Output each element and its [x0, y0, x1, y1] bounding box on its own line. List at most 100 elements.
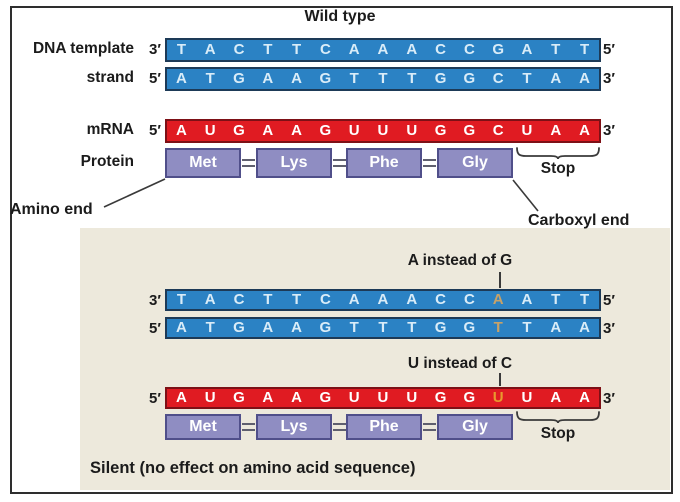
mutated-base-letter: A [492, 291, 504, 308]
base-letter: G [463, 319, 476, 336]
base-letter: U [348, 389, 360, 406]
prime-label: 3′ [603, 122, 615, 139]
base-letter: A [262, 70, 274, 87]
base-letter: A [521, 41, 533, 58]
prime-label: 5′ [149, 122, 161, 139]
base-letter: U [406, 389, 418, 406]
base-letter: G [319, 389, 332, 406]
base-letter: C [463, 291, 475, 308]
peptide-bond-connector [333, 423, 346, 431]
base-letter: A [521, 291, 533, 308]
amino-acid-box: Met [165, 414, 241, 440]
base-letter: G [434, 389, 447, 406]
base-letter: G [319, 319, 332, 336]
amino-acid-box: Lys [256, 414, 332, 440]
base-letter: G [463, 70, 476, 87]
base-letter: A [579, 122, 590, 139]
base-letter: G [319, 70, 332, 87]
prime-label: 3′ [603, 390, 615, 407]
amino-acid-box: Phe [346, 414, 422, 440]
base-letter: G [233, 319, 245, 336]
base-letter: T [263, 41, 273, 58]
stop-codon-brace [516, 147, 600, 160]
stop-codon-brace [516, 411, 600, 424]
base-letter: T [407, 70, 417, 87]
amino-acid-box: Gly [437, 414, 513, 440]
base-letter: T [522, 70, 532, 87]
wild-type-title: Wild type [304, 8, 376, 25]
prime-label: 3′ [603, 320, 615, 337]
base-letter: A [175, 122, 187, 139]
mutated-base-letter: T [493, 319, 503, 336]
silent-mutation-caption: Silent (no effect on amino acid sequence… [90, 459, 416, 477]
base-letter: A [262, 389, 274, 406]
base-letter: C [492, 122, 504, 139]
base-letter: G [434, 70, 447, 87]
peptide-bond-connector [423, 159, 436, 167]
base-letter: A [291, 122, 302, 139]
base-letter: A [204, 291, 216, 308]
base-letter: A [406, 291, 418, 308]
prime-label: 3′ [149, 41, 161, 58]
base-letter: T [349, 319, 359, 336]
base-letter: C [233, 41, 245, 58]
dna-template-label-line2: strand [86, 69, 134, 86]
base-letter: A [550, 319, 562, 336]
base-letter: A [262, 122, 274, 139]
base-letter: A [175, 70, 187, 87]
amino-acid-box: Met [165, 148, 241, 178]
base-letter: U [204, 122, 216, 139]
amino-acid-box: Gly [437, 148, 513, 178]
base-letter: T [407, 319, 417, 336]
rna-mutation-pointer-line [499, 373, 501, 386]
base-letter: G [319, 122, 332, 139]
prime-label: 5′ [149, 70, 161, 87]
mutated-base-letter: U [492, 389, 504, 406]
prime-label: 5′ [603, 292, 615, 309]
base-letter: U [377, 389, 389, 406]
base-letter: G [463, 122, 476, 139]
base-letter: A [348, 291, 360, 308]
base-letter: A [204, 41, 216, 58]
carboxyl-end-pointer-line [512, 179, 539, 212]
base-letter: T [522, 319, 532, 336]
base-letter: C [492, 70, 504, 87]
base-letter: T [378, 70, 388, 87]
prime-label: 5′ [149, 320, 161, 337]
amino-acid-box: Phe [346, 148, 422, 178]
prime-label: 3′ [149, 292, 161, 309]
prime-label: 5′ [603, 41, 615, 58]
base-letter: A [348, 41, 360, 58]
base-letter: T [292, 41, 302, 58]
base-letter: A [262, 319, 274, 336]
base-letter: C [319, 291, 331, 308]
mutation-panel [80, 228, 670, 490]
base-letter: U [406, 122, 418, 139]
rna-mutation-annotation: U instead of C [407, 355, 513, 372]
base-letter: U [521, 389, 533, 406]
base-letter: A [377, 41, 389, 58]
base-letter: G [434, 122, 447, 139]
base-letter: T [292, 291, 302, 308]
base-letter: A [579, 319, 590, 336]
dna-mutation-pointer-line [499, 272, 501, 288]
stop-label: Stop [540, 425, 576, 442]
base-letter: A [579, 70, 590, 87]
base-letter: T [349, 70, 359, 87]
dna-mutation-annotation: A instead of G [407, 252, 513, 269]
base-letter: U [521, 122, 533, 139]
base-letter: T [551, 41, 561, 58]
base-letter: T [205, 319, 215, 336]
base-letter: C [233, 291, 245, 308]
base-letter: G [492, 41, 504, 58]
base-letter: A [377, 291, 389, 308]
peptide-bond-connector [423, 423, 436, 431]
base-letter: C [319, 41, 331, 58]
